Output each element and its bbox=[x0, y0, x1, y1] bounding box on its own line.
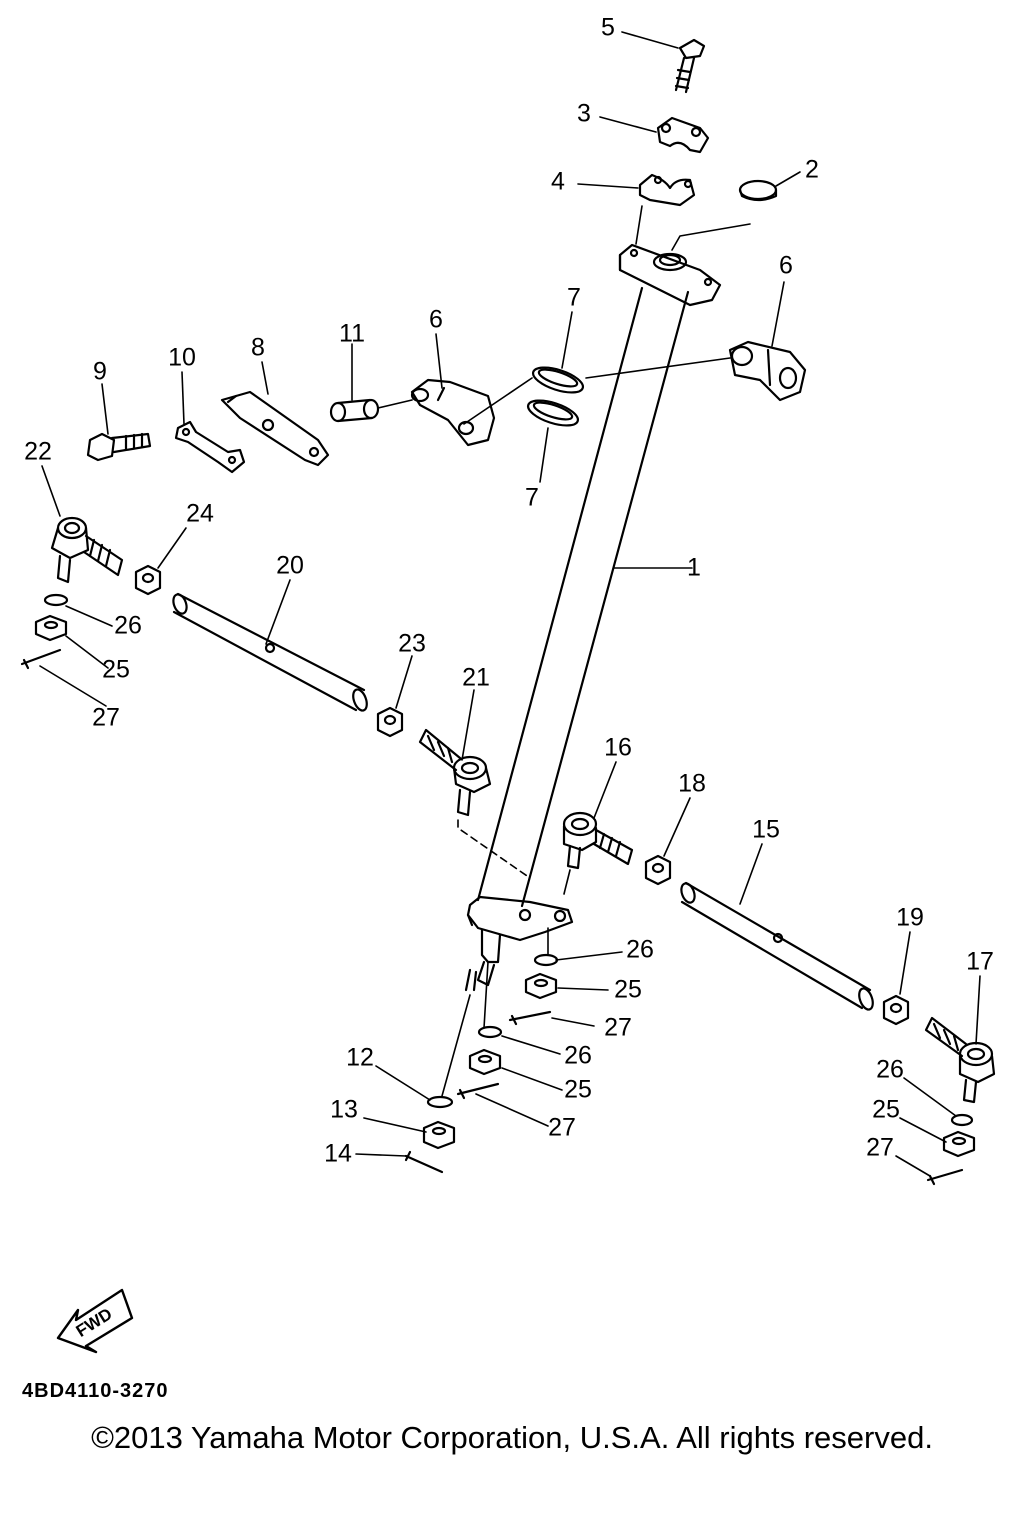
tie-rod-end-17 bbox=[924, 1016, 996, 1104]
callout-21: 21 bbox=[462, 663, 490, 692]
callout-5: 5 bbox=[601, 13, 615, 42]
circlip-lower bbox=[526, 399, 580, 427]
callout-2: 2 bbox=[805, 155, 819, 184]
nut-23 bbox=[376, 706, 404, 738]
callout-9: 9 bbox=[93, 357, 107, 386]
callout-23: 23 bbox=[398, 629, 426, 658]
tie-rod-left bbox=[172, 592, 368, 712]
copyright-notice: ©2013 Yamaha Motor Corporation, U.S.A. A… bbox=[91, 1420, 933, 1455]
cotter-pin-27-lower bbox=[456, 1082, 500, 1100]
washer-12 bbox=[426, 1095, 454, 1109]
washer-26-right bbox=[950, 1113, 974, 1127]
callout-6-right: 6 bbox=[779, 251, 793, 280]
upper-handlebar-holder bbox=[656, 116, 710, 154]
callout-14: 14 bbox=[324, 1139, 352, 1168]
callout-26-center: 26 bbox=[626, 935, 654, 964]
callout-1: 1 bbox=[687, 553, 701, 582]
tie-rod-right bbox=[680, 881, 874, 1011]
cotter-pin-27-left bbox=[20, 648, 62, 670]
callout-25-left: 25 bbox=[102, 655, 130, 684]
washer-26-lower bbox=[477, 1025, 503, 1039]
callout-13: 13 bbox=[330, 1095, 358, 1124]
lower-handlebar-holder bbox=[638, 173, 696, 207]
callout-25-lower: 25 bbox=[564, 1075, 592, 1104]
callout-25-center: 25 bbox=[614, 975, 642, 1004]
nut-19 bbox=[882, 994, 910, 1026]
callout-7-lower: 7 bbox=[525, 483, 539, 512]
callout-19: 19 bbox=[896, 903, 924, 932]
bearing-holder-left bbox=[410, 378, 496, 447]
cotter-pin-27-right bbox=[926, 1168, 964, 1186]
plate bbox=[220, 390, 330, 467]
castle-nut-25-left bbox=[34, 614, 68, 642]
callout-20: 20 bbox=[276, 551, 304, 580]
callout-11: 11 bbox=[339, 319, 365, 348]
bolt bbox=[86, 432, 152, 462]
cotter-pin-14 bbox=[404, 1150, 444, 1174]
callout-27-left: 27 bbox=[92, 703, 120, 732]
steering-column-shaft bbox=[464, 243, 722, 992]
tie-rod-end-22 bbox=[50, 516, 124, 584]
cotter-pin-27-center bbox=[508, 1010, 552, 1026]
callout-26-right: 26 bbox=[876, 1055, 904, 1084]
callout-4: 4 bbox=[551, 167, 565, 196]
callout-16: 16 bbox=[604, 733, 632, 762]
callout-26-left: 26 bbox=[114, 611, 142, 640]
nut-18 bbox=[644, 854, 672, 886]
bearing-holder-right bbox=[728, 340, 807, 402]
castle-nut-25-lower bbox=[468, 1048, 502, 1076]
castle-nut-25-right bbox=[942, 1130, 976, 1158]
callout-26-lower: 26 bbox=[564, 1041, 592, 1070]
callout-25-right: 25 bbox=[872, 1095, 900, 1124]
circlip-upper bbox=[531, 366, 585, 394]
callout-3: 3 bbox=[577, 99, 591, 128]
callout-24: 24 bbox=[186, 499, 214, 528]
tie-rod-end-16 bbox=[562, 811, 634, 870]
callout-15: 15 bbox=[752, 815, 780, 844]
castle-nut-25-center bbox=[524, 972, 558, 1000]
diagram-part-code: 4BD4110-3270 bbox=[22, 1380, 169, 1402]
tie-rod-end-21 bbox=[418, 728, 492, 817]
callout-22: 22 bbox=[24, 437, 52, 466]
leader-lines bbox=[39, 31, 981, 1177]
callout-17: 17 bbox=[966, 947, 994, 976]
callout-27-right: 27 bbox=[866, 1133, 894, 1162]
callout-18: 18 bbox=[678, 769, 706, 798]
fwd-arrow-icon bbox=[56, 1288, 134, 1354]
cap bbox=[738, 179, 778, 202]
callout-10: 10 bbox=[168, 343, 196, 372]
washer-26-left bbox=[43, 593, 69, 607]
washer-26-center bbox=[533, 953, 559, 967]
flange-bolt bbox=[674, 38, 706, 94]
collar bbox=[329, 398, 380, 423]
lock-washer bbox=[174, 420, 246, 474]
callout-8: 8 bbox=[251, 333, 265, 362]
callout-27-lower: 27 bbox=[548, 1113, 576, 1142]
callout-6-left: 6 bbox=[429, 305, 443, 334]
callout-27-center: 27 bbox=[604, 1013, 632, 1042]
callout-7-upper: 7 bbox=[567, 283, 581, 312]
castle-nut-13 bbox=[422, 1120, 456, 1150]
nut-24 bbox=[134, 564, 162, 596]
callout-12: 12 bbox=[346, 1043, 374, 1072]
